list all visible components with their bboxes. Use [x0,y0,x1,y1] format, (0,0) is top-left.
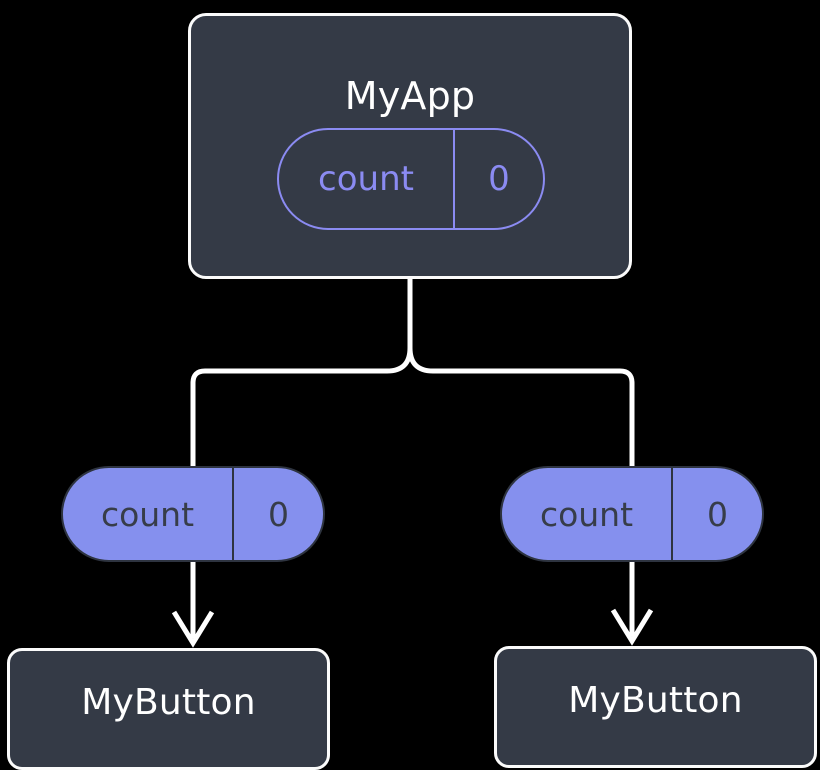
arrowhead-right [610,608,654,646]
component-node-mybutton-left[interactable]: MyButton [7,648,330,770]
state-pill-child-left[interactable]: count 0 [61,466,325,562]
connector-trunk-to-right-child [407,275,635,469]
component-title-mybutton-right: MyButton [568,680,743,721]
state-pill-root[interactable]: count 0 [277,128,545,230]
state-key-child-right: count [539,494,634,534]
state-value-child-left: 0 [232,468,323,560]
state-key-child-left: count [100,494,195,534]
state-key-root: count [318,159,414,199]
state-pill-child-right[interactable]: count 0 [500,466,764,562]
component-node-myapp[interactable]: MyApp [188,13,632,279]
state-value-root: 0 [453,130,543,228]
component-node-mybutton-right[interactable]: MyButton [494,646,817,768]
component-title-myapp: MyApp [344,74,476,118]
connector-trunk-to-left-child [190,275,413,469]
component-title-mybutton-left: MyButton [81,682,256,723]
state-value-child-right: 0 [671,468,762,560]
arrowhead-left [171,610,215,648]
